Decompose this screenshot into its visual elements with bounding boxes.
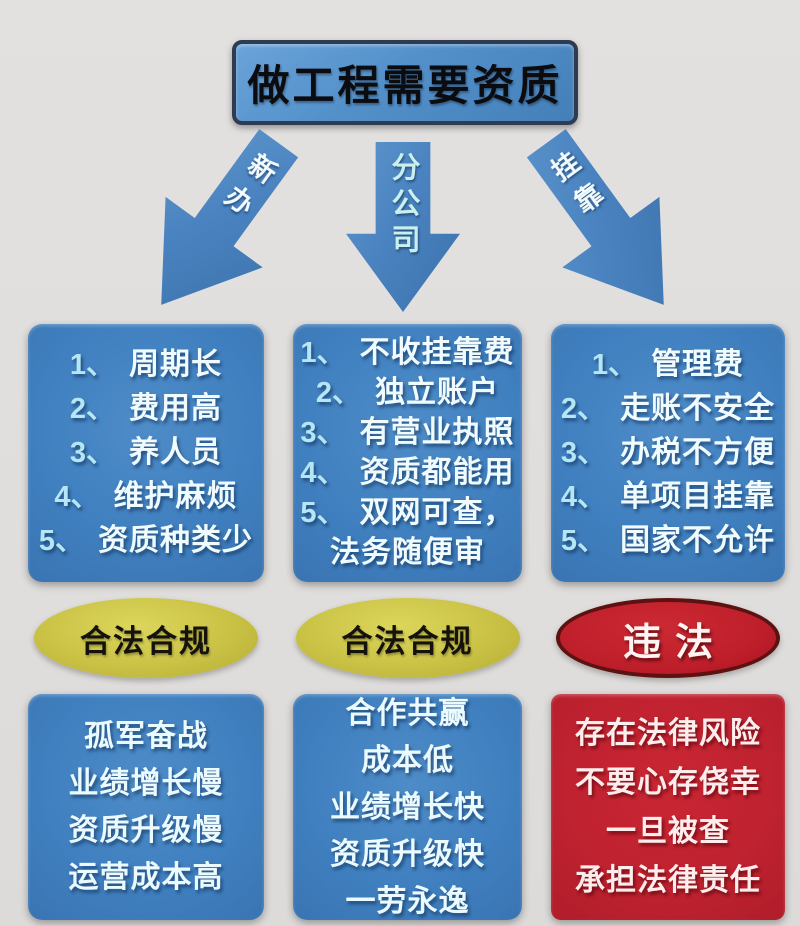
list-item-text: 不收挂靠费: [359, 336, 515, 369]
summary-line: 业绩增长慢: [68, 767, 224, 800]
list-item-text: 周期长: [129, 348, 223, 381]
summary-box-new-application: 孤军奋战业绩增长慢资质升级慢运营成本高: [28, 694, 264, 920]
list-item: 2、 费用高: [70, 387, 222, 431]
verdict-label: 违法: [622, 621, 727, 664]
list-item-number: 5、: [38, 525, 85, 557]
list-item-number: 3、: [69, 437, 116, 469]
verdict-badge-illegal: 违法: [556, 598, 780, 678]
list-item-text: 有营业执照: [359, 416, 515, 449]
summary-line: 承担法律责任: [575, 864, 761, 897]
list-item-number: 5、: [300, 497, 346, 529]
verdict-label: 合法合规: [341, 623, 474, 659]
list-item: 3、 有营业执照: [300, 413, 514, 453]
list-item-text: 费用高: [129, 392, 223, 425]
summary-box-branch-company: 合作共赢成本低业绩增长快资质升级快一劳永逸: [293, 694, 522, 920]
list-item-text: 独立账户: [375, 376, 500, 409]
list-item: 5、 资质种类少: [39, 519, 253, 563]
list-item-text: 养人员: [129, 436, 223, 469]
list-item: 3、 办税不方便: [561, 431, 775, 475]
summary-line: 合作共赢: [345, 696, 470, 730]
page-title: 做工程需要资质: [247, 62, 563, 109]
list-item-number: 2、: [69, 393, 116, 425]
list-item: 3、 养人员: [70, 431, 222, 475]
content-grid: 1、 周期长 2、 费用高 3、 养人员 4、 维护麻烦 5、 资质种类少 1、…: [28, 324, 785, 920]
list-item: 1、 不收挂靠费: [300, 333, 514, 373]
verdict-label: 合法合规: [80, 623, 212, 659]
title-box: 做工程需要资质: [232, 40, 578, 125]
list-item-number: 3、: [300, 417, 346, 449]
verdict-badge-legal-1: 合法合规: [34, 598, 258, 678]
summary-line: 一旦被查: [606, 815, 730, 848]
list-item: 2、 独立账户: [316, 373, 499, 413]
list-item-text: 办税不方便: [620, 436, 776, 469]
list-item-number: 1、: [591, 349, 638, 381]
arrow-affiliation: 挂靠: [498, 108, 713, 340]
summary-box-affiliation: 存在法律风险不要心存侥幸一旦被查承担法律责任: [551, 694, 785, 920]
cons-box-affiliation: 1、 管理费 2、 走账不安全 3、 办税不方便 4、 单项目挂靠 5、 国家不…: [551, 324, 785, 582]
verdict-badge-legal-2: 合法合规: [295, 598, 520, 678]
list-item: 5、 国家不允许: [561, 519, 775, 563]
list-item-number: 1、: [69, 349, 116, 381]
list-item-text: 法务随便审: [330, 536, 485, 569]
summary-line: 业绩增长快: [330, 790, 485, 824]
summary-line: 资质升级慢: [68, 814, 224, 847]
list-item: 4、 维护麻烦: [54, 475, 237, 519]
cons-box-new-application: 1、 周期长 2、 费用高 3、 养人员 4、 维护麻烦 5、 资质种类少: [28, 324, 264, 582]
arrow-label-new-application: 新办: [210, 146, 282, 228]
summary-line: 成本低: [361, 743, 454, 777]
summary-line: 一劳永逸: [345, 884, 470, 918]
list-item: 5、 双网可查，: [300, 493, 514, 533]
list-item-text: 走账不安全: [620, 392, 776, 425]
list-item: 2、 走账不安全: [561, 387, 775, 431]
summary-line: 存在法律风险: [575, 717, 761, 750]
list-item-number: 5、: [560, 525, 607, 557]
list-item-text: 维护麻烦: [113, 480, 238, 513]
list-item-number: 4、: [54, 481, 100, 513]
list-item-text: 管理费: [651, 348, 745, 381]
list-item-text: 资质种类少: [98, 524, 254, 557]
cons-box-branch-company: 1、 不收挂靠费 2、 独立账户 3、 有营业执照 4、 资质都能用 5、 双网…: [293, 324, 522, 582]
list-item-number: 2、: [560, 393, 607, 425]
arrow-branch-company: 分公司: [346, 142, 460, 312]
list-item-number: 1、: [300, 337, 346, 369]
list-item-text: 双网可查，: [359, 496, 515, 529]
list-item-text: 单项目挂靠: [620, 480, 776, 513]
list-item: 法务随便审: [330, 533, 485, 573]
list-item: 4、 单项目挂靠: [561, 475, 775, 519]
list-item-text: 资质都能用: [359, 456, 515, 489]
arrow-label-branch-company: 分公司: [387, 152, 419, 260]
summary-line: 不要心存侥幸: [575, 766, 761, 799]
summary-line: 运营成本高: [68, 861, 224, 894]
list-item-number: 2、: [315, 377, 362, 409]
list-item-number: 4、: [560, 481, 607, 513]
list-item: 4、 资质都能用: [300, 453, 514, 493]
list-item-number: 3、: [560, 437, 607, 469]
arrow-new-application: 新办: [113, 108, 328, 340]
list-item: 1、 管理费: [592, 343, 744, 387]
list-item-text: 国家不允许: [620, 524, 776, 557]
summary-line: 孤军奋战: [84, 720, 208, 753]
list-item: 1、 周期长: [70, 343, 222, 387]
list-item-number: 4、: [300, 457, 346, 489]
arrow-label-affiliation: 挂靠: [543, 147, 614, 229]
summary-line: 资质升级快: [330, 837, 485, 871]
